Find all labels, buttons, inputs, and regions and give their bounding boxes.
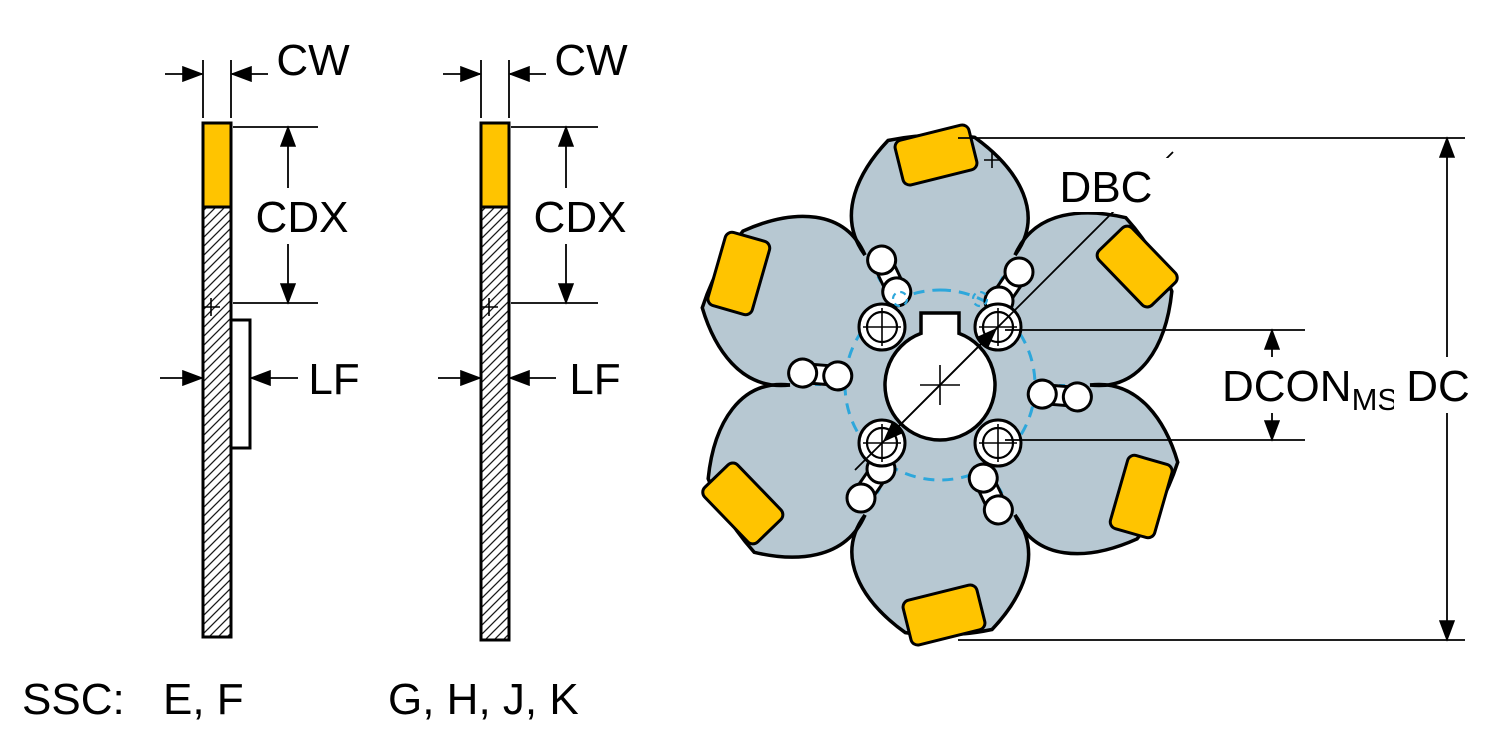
pin-hole-dashed xyxy=(971,290,989,308)
side-view-1: CW CDX LF xyxy=(160,36,364,639)
cw-label-2: CW xyxy=(554,36,628,85)
cdx-label-bg-2 xyxy=(518,188,642,244)
cdx-label-2: CDX xyxy=(534,193,627,242)
bolt-hole xyxy=(973,418,1023,468)
blade-hatched-section-1 xyxy=(201,205,233,639)
hub-step-1 xyxy=(229,318,252,450)
disc-dimensions: DBC DCONMS DC xyxy=(854,136,1482,642)
insert-section-2 xyxy=(479,121,511,209)
ssc-group-1: E, F xyxy=(163,675,244,724)
side-view-2: CW CDX LF xyxy=(438,36,642,642)
datum-cross xyxy=(984,152,1000,168)
dbc-label: DBC xyxy=(1060,163,1153,212)
bolt-hole xyxy=(857,302,907,352)
dbc-arrow-upper xyxy=(939,327,998,386)
cdx-label-1: CDX xyxy=(256,193,349,242)
dcon-label-main: DCON xyxy=(1222,362,1352,411)
lf-label-1: LF xyxy=(308,355,359,404)
dbc-label-bg xyxy=(1040,158,1172,212)
center-mark-1 xyxy=(202,298,220,316)
dcon-label: DCONMS xyxy=(1222,362,1398,417)
cw-label-1: CW xyxy=(276,36,350,85)
pin-hole-dashed xyxy=(891,290,909,308)
dcon-label-bg xyxy=(1210,357,1416,413)
ssc-label: SSC: xyxy=(22,675,125,724)
ssc-group-2: G, H, J, K xyxy=(388,675,579,724)
dc-label-bg xyxy=(1394,357,1482,413)
center-mark-2 xyxy=(480,298,498,316)
footer: SSC: E, F G, H, J, K xyxy=(22,675,579,724)
dbc-arrow-lower xyxy=(882,384,941,443)
insert-section-1 xyxy=(201,121,233,209)
cdx-label-bg-1 xyxy=(240,188,364,244)
dcon-label-subscript: MS xyxy=(1352,382,1399,417)
cutter-lobes xyxy=(677,121,1203,649)
lf-label-2: LF xyxy=(569,355,620,404)
blade-hatched-section-2 xyxy=(479,205,511,642)
dc-label: DC xyxy=(1406,362,1470,411)
